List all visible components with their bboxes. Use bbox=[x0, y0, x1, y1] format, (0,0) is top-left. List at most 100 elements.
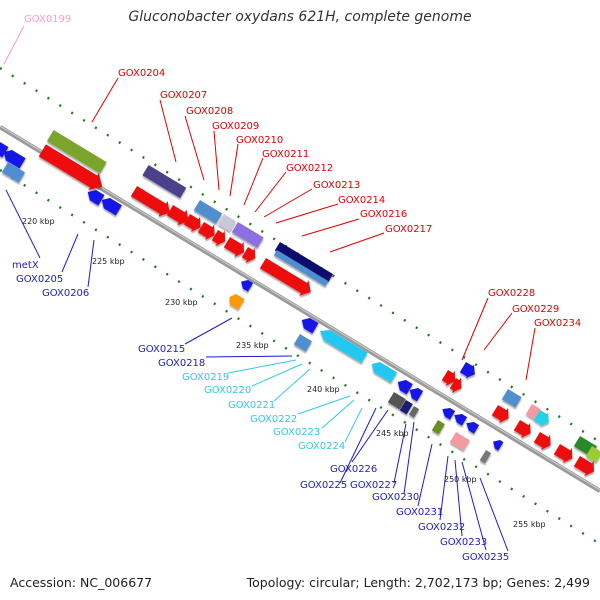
gene-gox0224[interactable] bbox=[369, 359, 398, 383]
gene-gox0226[interactable] bbox=[387, 392, 406, 410]
gene-yellowgreen-1[interactable] bbox=[585, 446, 600, 463]
kbp-label-235: 235 kbp bbox=[236, 341, 269, 350]
gene-gox0210[interactable] bbox=[217, 214, 236, 232]
gene-label-gox0205[interactable]: GOX0205 bbox=[16, 274, 63, 285]
gene-gox0206[interactable] bbox=[99, 195, 122, 216]
gene-label-gox0231[interactable]: GOX0231 bbox=[396, 507, 443, 518]
kbp-label-255: 255 kbp bbox=[513, 520, 546, 529]
gene-reverse-grey-1[interactable] bbox=[479, 450, 492, 464]
gene-label-gox0219[interactable]: GOX0219 bbox=[182, 372, 229, 383]
gene-reverse-blue-3[interactable] bbox=[395, 377, 413, 395]
gene-forward-red-13[interactable] bbox=[512, 417, 535, 441]
kbp-label-230: 230 kbp bbox=[165, 298, 198, 307]
gene-gox0204[interactable] bbox=[46, 130, 107, 174]
gene-forward-red-3[interactable] bbox=[165, 202, 193, 229]
gene-forward-red-6[interactable] bbox=[210, 227, 230, 249]
kbp-labels: 220 kbp 225 kbp 230 kbp 235 kbp 240 kbp … bbox=[22, 217, 546, 529]
gene-label-gox0224[interactable]: GOX0224 bbox=[298, 441, 345, 452]
gene-reverse-blue-1[interactable] bbox=[0, 142, 9, 158]
gene-gox0229[interactable] bbox=[501, 389, 522, 408]
light-leader-lines bbox=[227, 359, 363, 443]
gene-forward-red-4[interactable] bbox=[182, 211, 205, 235]
gene-metx[interactable] bbox=[1, 162, 26, 183]
gene-reverse-blue-6[interactable] bbox=[452, 411, 468, 426]
gene-reverse-blue-7[interactable] bbox=[464, 419, 480, 434]
gene-gox0233[interactable] bbox=[449, 432, 470, 451]
gene-label-gox0211[interactable]: GOX0211 bbox=[262, 149, 309, 160]
gene-forward-red-12[interactable] bbox=[490, 402, 513, 426]
kbp-label-225: 225 kbp bbox=[92, 257, 125, 266]
gene-gox0219[interactable] bbox=[317, 326, 368, 364]
gene-forward-red-2[interactable] bbox=[129, 183, 174, 220]
gene-label-gox0225[interactable]: GOX0225 bbox=[300, 480, 347, 491]
accession-text: Accession: NC_006677 bbox=[10, 575, 153, 590]
gene-gox0230[interactable] bbox=[408, 406, 420, 418]
gene-gox0209[interactable] bbox=[193, 200, 223, 224]
gene-label-gox0235[interactable]: GOX0235 bbox=[462, 552, 509, 563]
reverse-leader-lines bbox=[5, 189, 509, 552]
gene-label-gox0215[interactable]: GOX0215 bbox=[138, 344, 185, 355]
gene-forward-red-7[interactable] bbox=[222, 234, 248, 260]
gene-forward-red-8[interactable] bbox=[240, 244, 260, 266]
reverse-strand-genes bbox=[0, 142, 504, 464]
gene-label-gox0222[interactable]: GOX0222 bbox=[250, 414, 297, 425]
gene-gox0215-top[interactable] bbox=[239, 277, 254, 292]
gene-forward-red-15[interactable] bbox=[552, 441, 577, 466]
gene-label-gox0208[interactable]: GOX0208 bbox=[186, 106, 233, 117]
gene-gox0218[interactable] bbox=[299, 315, 319, 334]
gene-forward-red-10[interactable] bbox=[440, 367, 460, 389]
gene-label-gox0227[interactable]: GOX0227 bbox=[350, 480, 397, 491]
gene-label-gox0221[interactable]: GOX0221 bbox=[228, 400, 275, 411]
gene-label-gox0213[interactable]: GOX0213 bbox=[313, 180, 360, 191]
gene-label-gox0216[interactable]: GOX0216 bbox=[360, 209, 407, 220]
gene-forward-red-11[interactable] bbox=[448, 375, 466, 396]
gene-forward-red-1[interactable] bbox=[37, 142, 107, 195]
gene-forward-red-14[interactable] bbox=[532, 429, 555, 453]
gene-label-gox0212[interactable]: GOX0212 bbox=[286, 163, 333, 174]
gene-gox0234[interactable] bbox=[525, 404, 541, 420]
gene-label-gox0226[interactable]: GOX0226 bbox=[330, 464, 377, 475]
gene-label-gox0209[interactable]: GOX0209 bbox=[212, 121, 259, 132]
gene-reverse-blue-5[interactable] bbox=[440, 405, 456, 420]
gene-label-gox0204[interactable]: GOX0204 bbox=[118, 68, 165, 79]
gene-label-gox0217[interactable]: GOX0217 bbox=[385, 224, 432, 235]
gene-label-gox0218[interactable]: GOX0218 bbox=[158, 358, 205, 369]
gene-label-gox0232[interactable]: GOX0232 bbox=[418, 522, 465, 533]
gene-label-metx[interactable]: metX bbox=[12, 260, 39, 271]
gene-forward-red-9[interactable] bbox=[258, 255, 315, 299]
gene-label-gox0233[interactable]: GOX0233 bbox=[440, 537, 487, 548]
gene-label-gox0223[interactable]: GOX0223 bbox=[273, 427, 320, 438]
gene-label-gox0214[interactable]: GOX0214 bbox=[338, 195, 385, 206]
gene-label-gox0230[interactable]: GOX0230 bbox=[372, 492, 419, 503]
gene-gox0231[interactable] bbox=[431, 420, 445, 435]
gene-cyan-1[interactable] bbox=[533, 408, 553, 429]
map-title: Gluconobacter oxydans 621H, complete gen… bbox=[128, 9, 472, 25]
pink-leader-line bbox=[3, 25, 25, 65]
gene-label-gox0210[interactable]: GOX0210 bbox=[236, 135, 283, 146]
gene-gox0205[interactable] bbox=[85, 187, 105, 206]
gene-label-gox0207[interactable]: GOX0207 bbox=[160, 90, 207, 101]
gene-gox0212[interactable] bbox=[231, 222, 264, 248]
gene-gox0207[interactable] bbox=[142, 165, 187, 199]
gene-label-gox0220[interactable]: GOX0220 bbox=[204, 385, 251, 396]
kbp-label-245: 245 kbp bbox=[376, 429, 409, 438]
gene-labels: GOX0199 GOX0204 GOX0207 GOX0208 GOX0209 … bbox=[12, 14, 581, 563]
gene-gox0215[interactable] bbox=[226, 292, 245, 310]
gene-reverse-steel-1[interactable] bbox=[293, 334, 312, 352]
outer-tick-ring bbox=[0, 66, 600, 444]
gene-gox0217[interactable] bbox=[273, 250, 329, 287]
gene-gox0227[interactable] bbox=[399, 400, 413, 415]
gene-label-gox0206[interactable]: GOX0206 bbox=[42, 288, 89, 299]
gene-reverse-blue-4[interactable] bbox=[407, 385, 424, 402]
gene-gox0216[interactable] bbox=[274, 242, 334, 283]
gene-gox0235[interactable] bbox=[491, 437, 504, 451]
gene-forward-red-5[interactable] bbox=[196, 219, 219, 243]
gene-label-gox0228[interactable]: GOX0228 bbox=[488, 288, 535, 299]
gene-reverse-blue-2[interactable] bbox=[1, 147, 26, 169]
gene-label-gox0199[interactable]: GOX0199 bbox=[24, 14, 71, 25]
gene-label-gox0229[interactable]: GOX0229 bbox=[512, 304, 559, 315]
gene-gox0228[interactable] bbox=[459, 360, 479, 381]
gene-label-gox0234[interactable]: GOX0234 bbox=[534, 318, 581, 329]
gene-forward-red-16[interactable] bbox=[572, 453, 598, 479]
